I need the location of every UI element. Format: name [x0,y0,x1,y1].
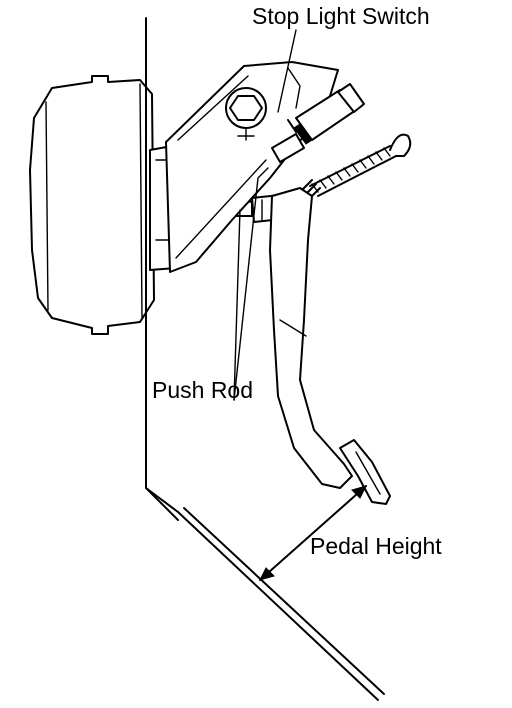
stop-light-switch-label: Stop Light Switch [252,3,430,29]
pedal-height-label: Pedal Height [310,533,442,559]
brake-booster [29,75,155,335]
firewall-panel [145,17,385,701]
pedal-arm [269,187,353,489]
pedal-height-dimension [259,485,367,581]
stop-light-switch [271,83,365,163]
pedal-pad [339,439,391,505]
leader-lines [233,29,297,401]
push-rod-label: Push Rod [152,377,254,403]
pedal-bracket [165,61,339,273]
return-spring [299,133,412,201]
